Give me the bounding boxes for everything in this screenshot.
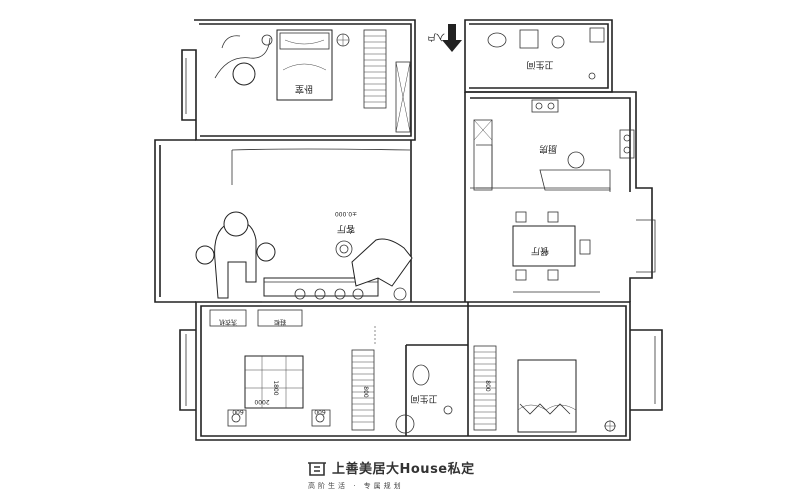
entry-arrow-icon <box>442 24 462 52</box>
dimension-6: 800 <box>484 380 491 392</box>
walls <box>154 19 663 441</box>
dimension-2: 600 <box>232 408 244 415</box>
dimension-5: 600 <box>314 408 326 415</box>
room-labels: 卧室 客厅 厨房 餐厅 卫生间 卫生间 入户 ±0.000 1800 600 2… <box>219 31 557 415</box>
note-shoe-cabinet: 鞋柜 <box>274 318 286 326</box>
brand-tagline: 高阶生活 · 专属规划 <box>308 482 404 490</box>
brand-watermark: 上善美居大House私定 高阶生活 · 专属规划 <box>306 457 496 497</box>
bedroom-furniture <box>214 29 350 101</box>
bathroom-top-fixtures <box>487 27 605 80</box>
label-bathroom-top: 卫生间 <box>526 59 553 71</box>
brand-name: 上善美居大House私定 <box>332 462 475 477</box>
brand-logo-icon <box>308 462 326 476</box>
bedroom2-furniture <box>227 326 376 427</box>
note-washer: 洗衣机 <box>219 318 237 326</box>
label-bathroom-mid: 卫生间 <box>410 393 437 405</box>
label-living-room: 客厅 <box>337 223 355 235</box>
bathroom-mid-fixtures <box>395 364 453 434</box>
elevation-mark: ±0.000 <box>335 210 357 217</box>
dimension-3: 2000 <box>254 398 269 405</box>
label-dining-room: 餐厅 <box>531 245 549 257</box>
dimension-4: 800 <box>362 386 369 398</box>
label-entrance: 入户 <box>427 31 445 43</box>
dimension-1: 1800 <box>272 380 279 395</box>
dining-furniture <box>512 211 591 281</box>
kitchen-fixtures <box>476 99 635 189</box>
bedroom3-furniture <box>517 359 616 433</box>
label-kitchen: 厨房 <box>539 143 557 155</box>
living-room-furniture <box>195 211 413 301</box>
label-master-bedroom: 卧室 <box>295 83 313 95</box>
